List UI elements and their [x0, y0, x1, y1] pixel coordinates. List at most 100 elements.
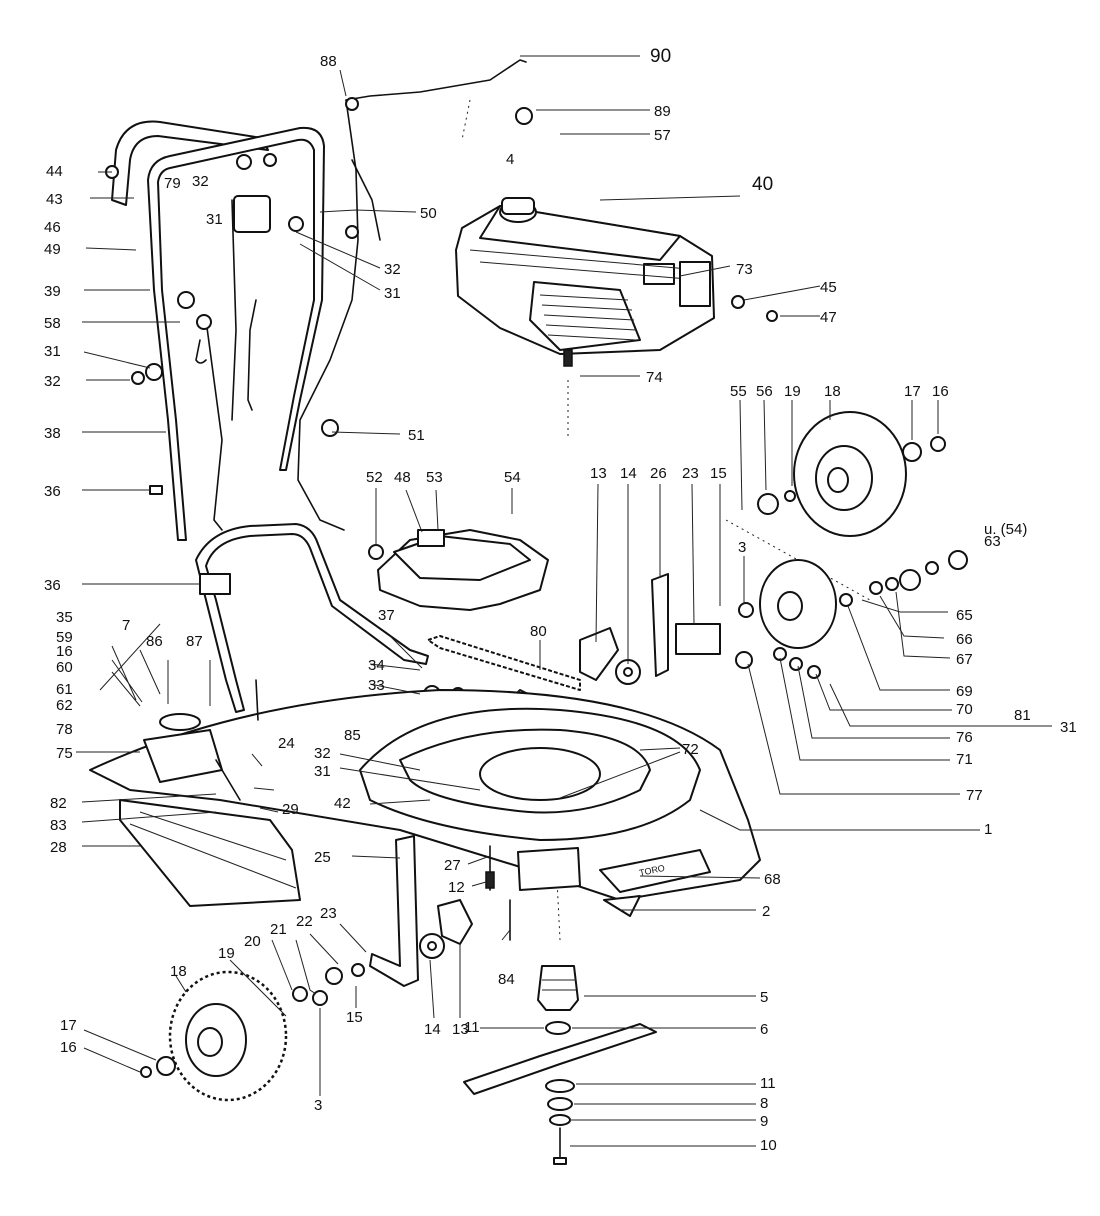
part-label: 17 [60, 1017, 77, 1034]
part-label: 43 [46, 191, 63, 208]
part-label: 29 [282, 801, 299, 818]
part-label: 31 [206, 211, 223, 228]
part-label: 44 [46, 163, 63, 180]
part-label: 81 [1014, 707, 1031, 724]
part-label: 28 [50, 839, 67, 856]
part-label: 56 [756, 383, 773, 400]
handle-hardware [105, 97, 533, 595]
part-label: 16 [60, 1039, 77, 1056]
part-label: 12 [448, 879, 465, 896]
part-label: 36 [44, 577, 61, 594]
part-label: 7 [122, 617, 130, 634]
top-cover [368, 529, 549, 611]
part-label: 51 [408, 427, 425, 444]
part-label: 32 [44, 373, 61, 390]
part-label: 31 [1060, 719, 1077, 736]
part-label: 85 [344, 727, 361, 744]
part-label: 77 [966, 787, 983, 804]
part-label: 9 [760, 1113, 768, 1130]
part-label: 61 [56, 681, 73, 698]
part-label: 55 [730, 383, 747, 400]
part-label: 67 [956, 651, 973, 668]
part-label: 1 [984, 821, 992, 838]
part-label: 33 [368, 677, 385, 694]
part-label: 23 [320, 905, 337, 922]
part-label: 62 [56, 697, 73, 714]
part-label: 10 [760, 1137, 777, 1154]
part-label: 73 [736, 261, 753, 278]
part-label: 8 [760, 1095, 768, 1112]
part-label: u. (54) [984, 521, 1027, 538]
part-label: 69 [956, 683, 973, 700]
part-label: 22 [296, 913, 313, 930]
front-height-adjuster [369, 835, 511, 987]
part-label: 15 [346, 1009, 363, 1026]
part-label: 24 [278, 735, 295, 752]
part-label: 76 [956, 729, 973, 746]
part-label: 86 [146, 633, 163, 650]
part-label: 16 [932, 383, 949, 400]
part-label: 31 [44, 343, 61, 360]
part-label: 68 [764, 871, 781, 888]
part-label: 89 [654, 103, 671, 120]
part-label: 26 [650, 465, 667, 482]
part-label: 80 [530, 623, 547, 640]
part-label: 83 [50, 817, 67, 834]
part-label: 13 [452, 1021, 469, 1038]
part-label: 18 [824, 383, 841, 400]
part-label: 72 [682, 741, 699, 758]
part-label: 16 [56, 643, 73, 660]
part-label: 47 [820, 309, 837, 326]
part-label: 17 [904, 383, 921, 400]
part-label: 32 [314, 745, 331, 762]
part-label: 11 [760, 1075, 776, 1092]
part-label: 3 [314, 1097, 322, 1114]
part-label: 88 [320, 53, 337, 70]
part-label: 54 [504, 469, 521, 486]
cables [247, 59, 871, 941]
part-label: 27 [444, 857, 461, 874]
leader-lines [76, 55, 1052, 1147]
part-label: 58 [44, 315, 61, 332]
part-label: 13 [590, 465, 607, 482]
part-label: 19 [784, 383, 801, 400]
part-label: 60 [56, 659, 73, 676]
part-label: 3 [738, 539, 746, 556]
height-adjuster-rear [579, 573, 754, 685]
engine [455, 197, 778, 367]
part-label: 78 [56, 721, 73, 738]
part-label: 39 [44, 283, 61, 300]
part-label: 35 [56, 609, 73, 626]
front-wheel [140, 963, 365, 1102]
part-label: 5 [760, 989, 768, 1006]
part-label: 31 [384, 285, 401, 302]
part-label: 70 [956, 701, 973, 718]
blade-assembly [463, 965, 657, 1165]
part-label: 65 [956, 607, 973, 624]
part-label: 49 [44, 241, 61, 258]
part-label: 34 [368, 657, 385, 674]
part-label: 15 [710, 465, 727, 482]
part-label: 21 [270, 921, 287, 938]
rear-wheel-hub [759, 550, 968, 679]
part-label: 42 [334, 795, 351, 812]
part-label: 6 [760, 1021, 768, 1038]
part-label: 32 [192, 173, 209, 190]
part-label: 11 [464, 1019, 480, 1036]
part-label: 75 [56, 745, 73, 762]
part-number-labels: 90 89 57 88 4 40 73 45 47 74 44 43 79 32… [44, 46, 1077, 1154]
part-label: 19 [218, 945, 235, 962]
part-label: 63 [984, 533, 1001, 550]
upper-handle [111, 120, 325, 541]
part-label: 50 [420, 205, 437, 222]
part-label: 87 [186, 633, 203, 650]
rear-wheel-large [757, 411, 946, 537]
part-label: 84 [498, 971, 515, 988]
part-label: 57 [654, 127, 671, 144]
part-label: 71 [956, 751, 973, 768]
part-label: 23 [682, 465, 699, 482]
part-label: 2 [762, 903, 770, 920]
part-label: 82 [50, 795, 67, 812]
part-label: 14 [620, 465, 637, 482]
